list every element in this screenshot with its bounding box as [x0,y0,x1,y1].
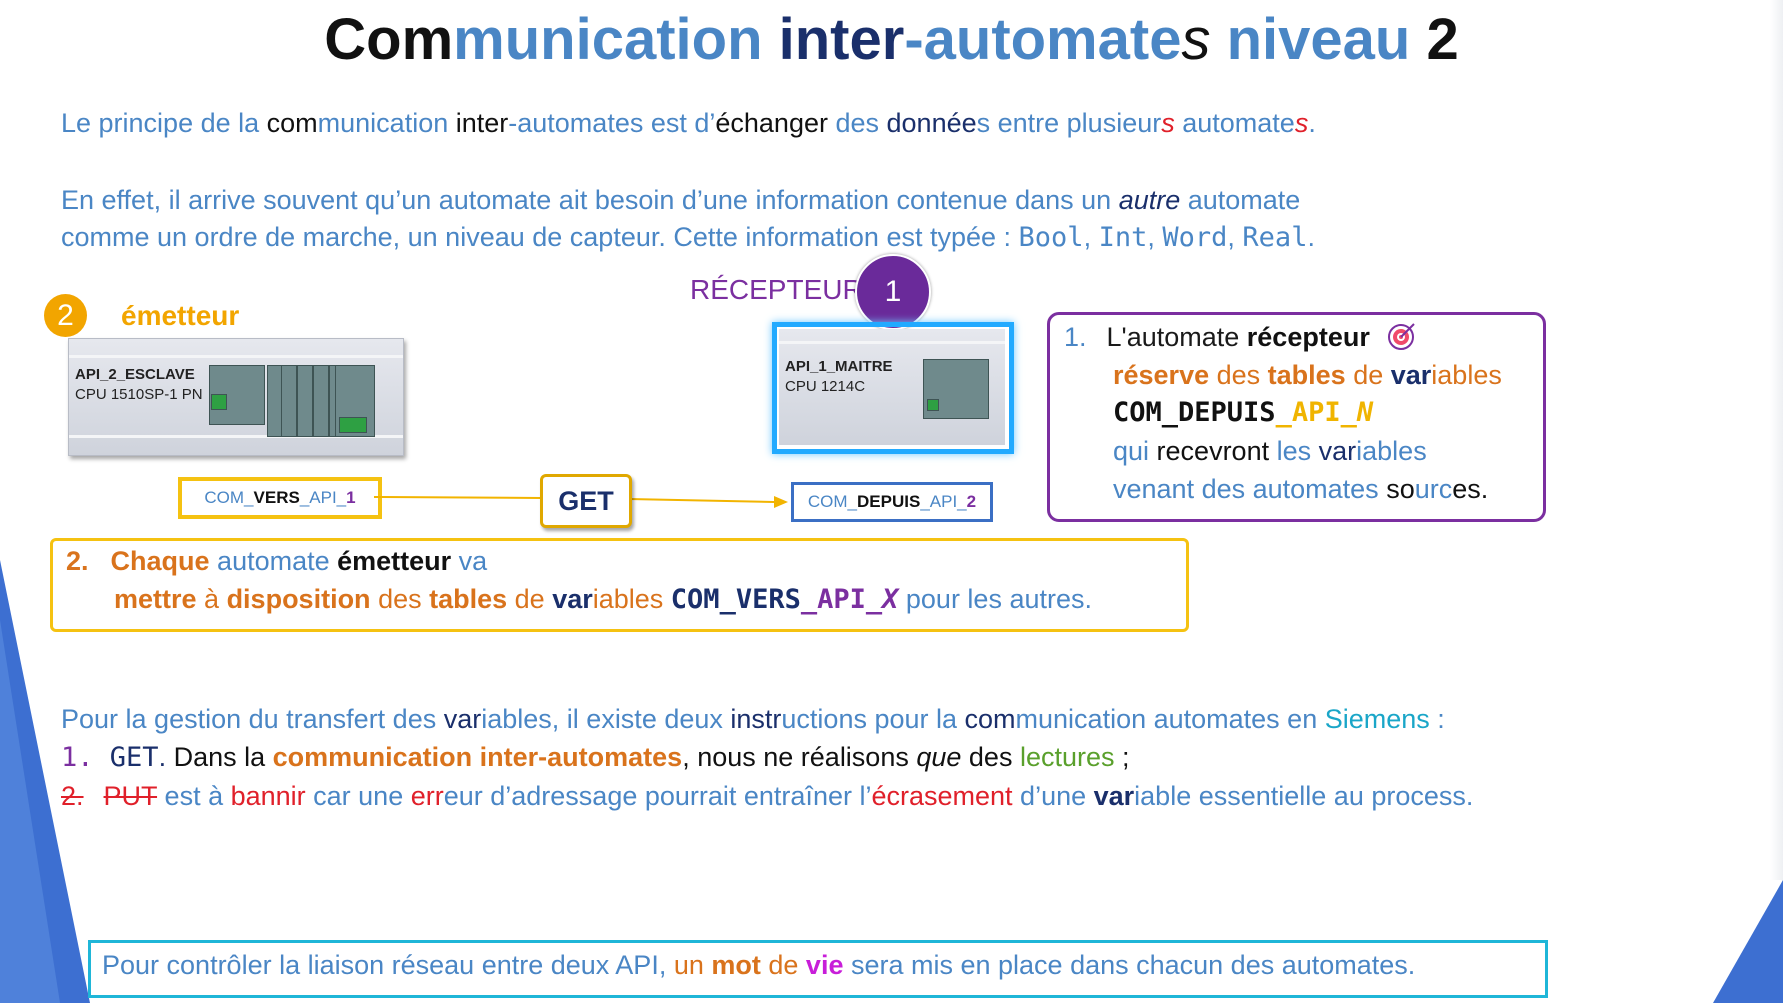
plc-rail [69,435,403,438]
plc-module [339,417,367,433]
emitter-note [50,538,1189,632]
right-corner-decoration [1713,880,1783,1003]
emitter-label: émetteur [121,300,240,331]
receiver-note [1047,312,1546,522]
emitter-note-text: 2.Chaque automate émetteur va mettre à d… [66,546,1092,615]
page-title: Communication inter-automates niveau 2 [324,7,1459,72]
plc-module [281,365,297,437]
intro-paragraph: Le principe de la communication inter-au… [61,108,1316,138]
plc-rail [69,355,403,358]
get-button[interactable]: GET [540,474,632,528]
plc-module [297,365,313,437]
receiver-note-text: 1.L'automate récepteur réserve des table… [1064,322,1502,504]
left-corner-decoration [0,560,90,1003]
instructions-paragraph: Pour la gestion du transfert des variabl… [61,704,1474,811]
emitter-plc[interactable]: API_2_ESCLAVE CPU 1510SP-1 PN [68,338,404,456]
target-icon [1388,323,1416,350]
right-edge-decoration [1770,0,1783,880]
plc-rail [779,341,1005,344]
plc-module [211,394,227,410]
emitter-plc-label: API_2_ESCLAVE CPU 1510SP-1 PN [75,365,203,405]
receiver-plc-frame[interactable]: API_1_MAITRE CPU 1214C [772,322,1014,454]
get-transfer-arrow [374,496,788,508]
emitter-tag[interactable]: COM_VERS_API_1 [178,477,382,519]
emitter-badge: 2 [44,294,87,337]
plc-module [927,399,939,411]
receiver-tag[interactable]: COM_DEPUIS_API_2 [791,482,993,522]
plc-module [923,359,989,419]
emitter-plc-cpu: CPU 1510SP-1 PN [75,386,203,403]
bottom-note [88,940,1548,998]
emitter-plc-name: API_2_ESCLAVE [75,366,195,383]
receiver-plc-name: API_1_MAITRE [785,358,893,375]
receiver-badge: 1 [855,254,931,330]
receiver-plc-cpu: CPU 1214C [785,378,866,395]
receiver-label: RÉCEPTEUR [690,274,863,305]
receiver-plc-label: API_1_MAITRE CPU 1214C [785,357,893,397]
bottom-note-text: Pour contrôler la liaison réseau entre d… [102,950,1416,980]
receiver-plc: API_1_MAITRE CPU 1214C [779,329,1005,445]
plc-module [313,365,329,437]
context-paragraph: En effet, il arrive souvent qu’un automa… [61,185,1315,253]
